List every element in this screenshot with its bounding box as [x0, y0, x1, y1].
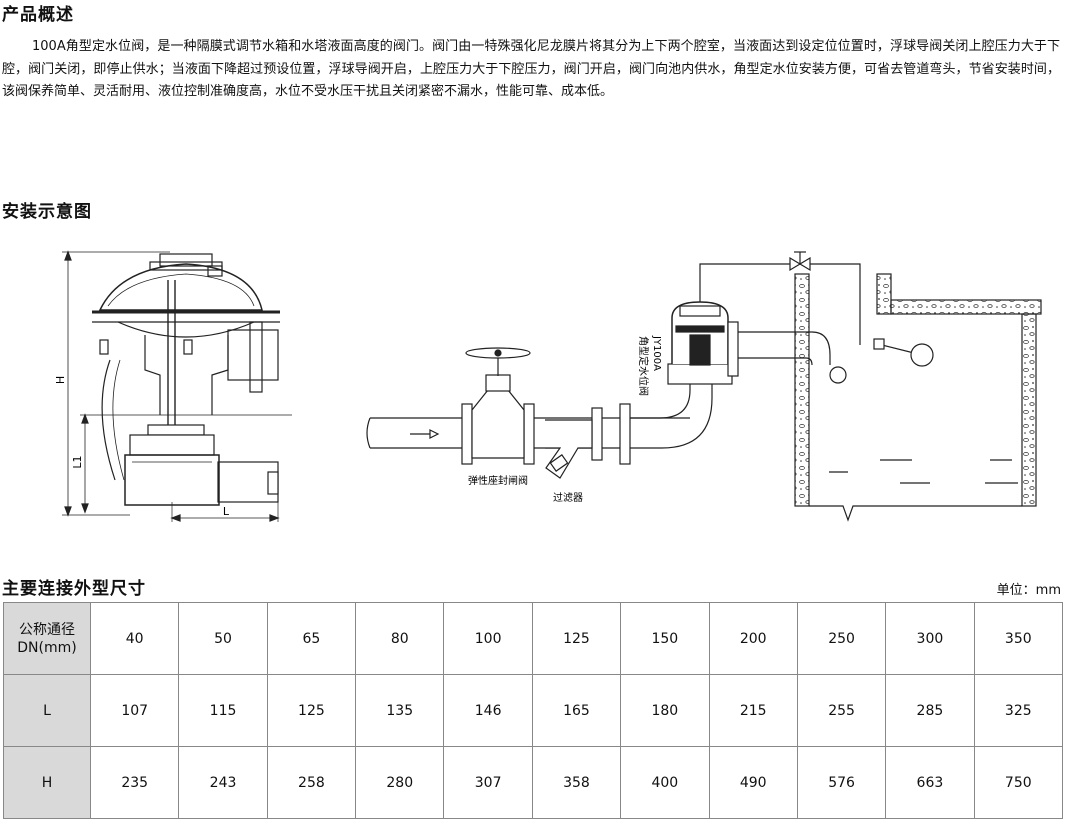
- table-cell: 235: [89, 746, 180, 819]
- table-cell: 255: [796, 674, 887, 747]
- valve-section-drawing: [62, 250, 292, 522]
- table-cell: 107: [89, 674, 180, 747]
- table-row-h: H 235 243 258 280 307 358 400 490 576 66…: [3, 746, 1064, 819]
- table-cell: 490: [708, 746, 798, 819]
- dim-h-label: H: [54, 376, 67, 384]
- dim-l-label: L: [223, 505, 230, 518]
- table-cell: 215: [708, 674, 798, 747]
- table-cell: 115: [178, 674, 268, 747]
- table-header-l: L: [3, 674, 91, 747]
- table-cell: 50: [178, 602, 268, 675]
- unit-label: 单位：mm: [996, 583, 1061, 598]
- filter-label: 过滤器: [553, 491, 583, 504]
- dimensions-table: 公称通径 DN(mm) 40 50 65 80 100 125 150 200 …: [3, 602, 1064, 819]
- table-row-dn: 公称通径 DN(mm) 40 50 65 80 100 125 150 200 …: [3, 602, 1064, 675]
- installation-diagram: H L1 L: [54, 250, 1042, 522]
- table-cell: 300: [885, 602, 975, 675]
- table-cell: 100: [443, 602, 533, 675]
- table-header-h: H: [3, 746, 91, 819]
- table-cell: 80: [355, 602, 445, 675]
- table-cell: 150: [620, 602, 710, 675]
- table-cell: 165: [531, 674, 622, 747]
- table-cell: 285: [885, 674, 975, 747]
- table-cell: 280: [355, 746, 445, 819]
- gate-valve-label: 弹性座封闸阀: [468, 474, 528, 487]
- table-cell: 325: [973, 674, 1064, 747]
- table-cell: 750: [973, 746, 1064, 819]
- valve-model-label: JY100A: [651, 335, 662, 371]
- table-cell: 307: [443, 746, 533, 819]
- table-cell: 125: [266, 674, 357, 747]
- table-cell: 125: [531, 602, 622, 675]
- install-diagram-title: 安装示意图: [2, 202, 92, 222]
- table-cell: 243: [178, 746, 268, 819]
- dim-l1-label: L1: [71, 455, 84, 468]
- table-cell: 358: [531, 746, 622, 819]
- valve-name-label: 角型定水位阀: [637, 336, 650, 396]
- table-cell: 40: [89, 602, 180, 675]
- table-cell: 135: [355, 674, 445, 747]
- table-row-l: L 107 115 125 135 146 165 180 215 255 28…: [3, 674, 1064, 747]
- table-cell: 180: [620, 674, 710, 747]
- dimensions-title: 主要连接外型尺寸: [2, 579, 146, 599]
- table-cell: 146: [443, 674, 533, 747]
- table-cell: 400: [620, 746, 710, 819]
- table-cell: 350: [973, 602, 1064, 675]
- tank-drawing: [794, 273, 1042, 522]
- table-header-dn: 公称通径 DN(mm): [3, 602, 91, 675]
- table-cell: 65: [266, 602, 357, 675]
- table-cell: 250: [796, 602, 887, 675]
- pipeline-drawing: [366, 251, 861, 479]
- table-cell: 663: [885, 746, 975, 819]
- table-cell: 200: [708, 602, 798, 675]
- product-description: 100A角型定水位阀，是一种隔膜式调节水箱和水塔液面高度的阀门。阀门由一特殊强化…: [2, 39, 1060, 99]
- table-cell: 258: [266, 746, 357, 819]
- table-cell: 576: [796, 746, 887, 819]
- overview-title: 产品概述: [2, 5, 74, 25]
